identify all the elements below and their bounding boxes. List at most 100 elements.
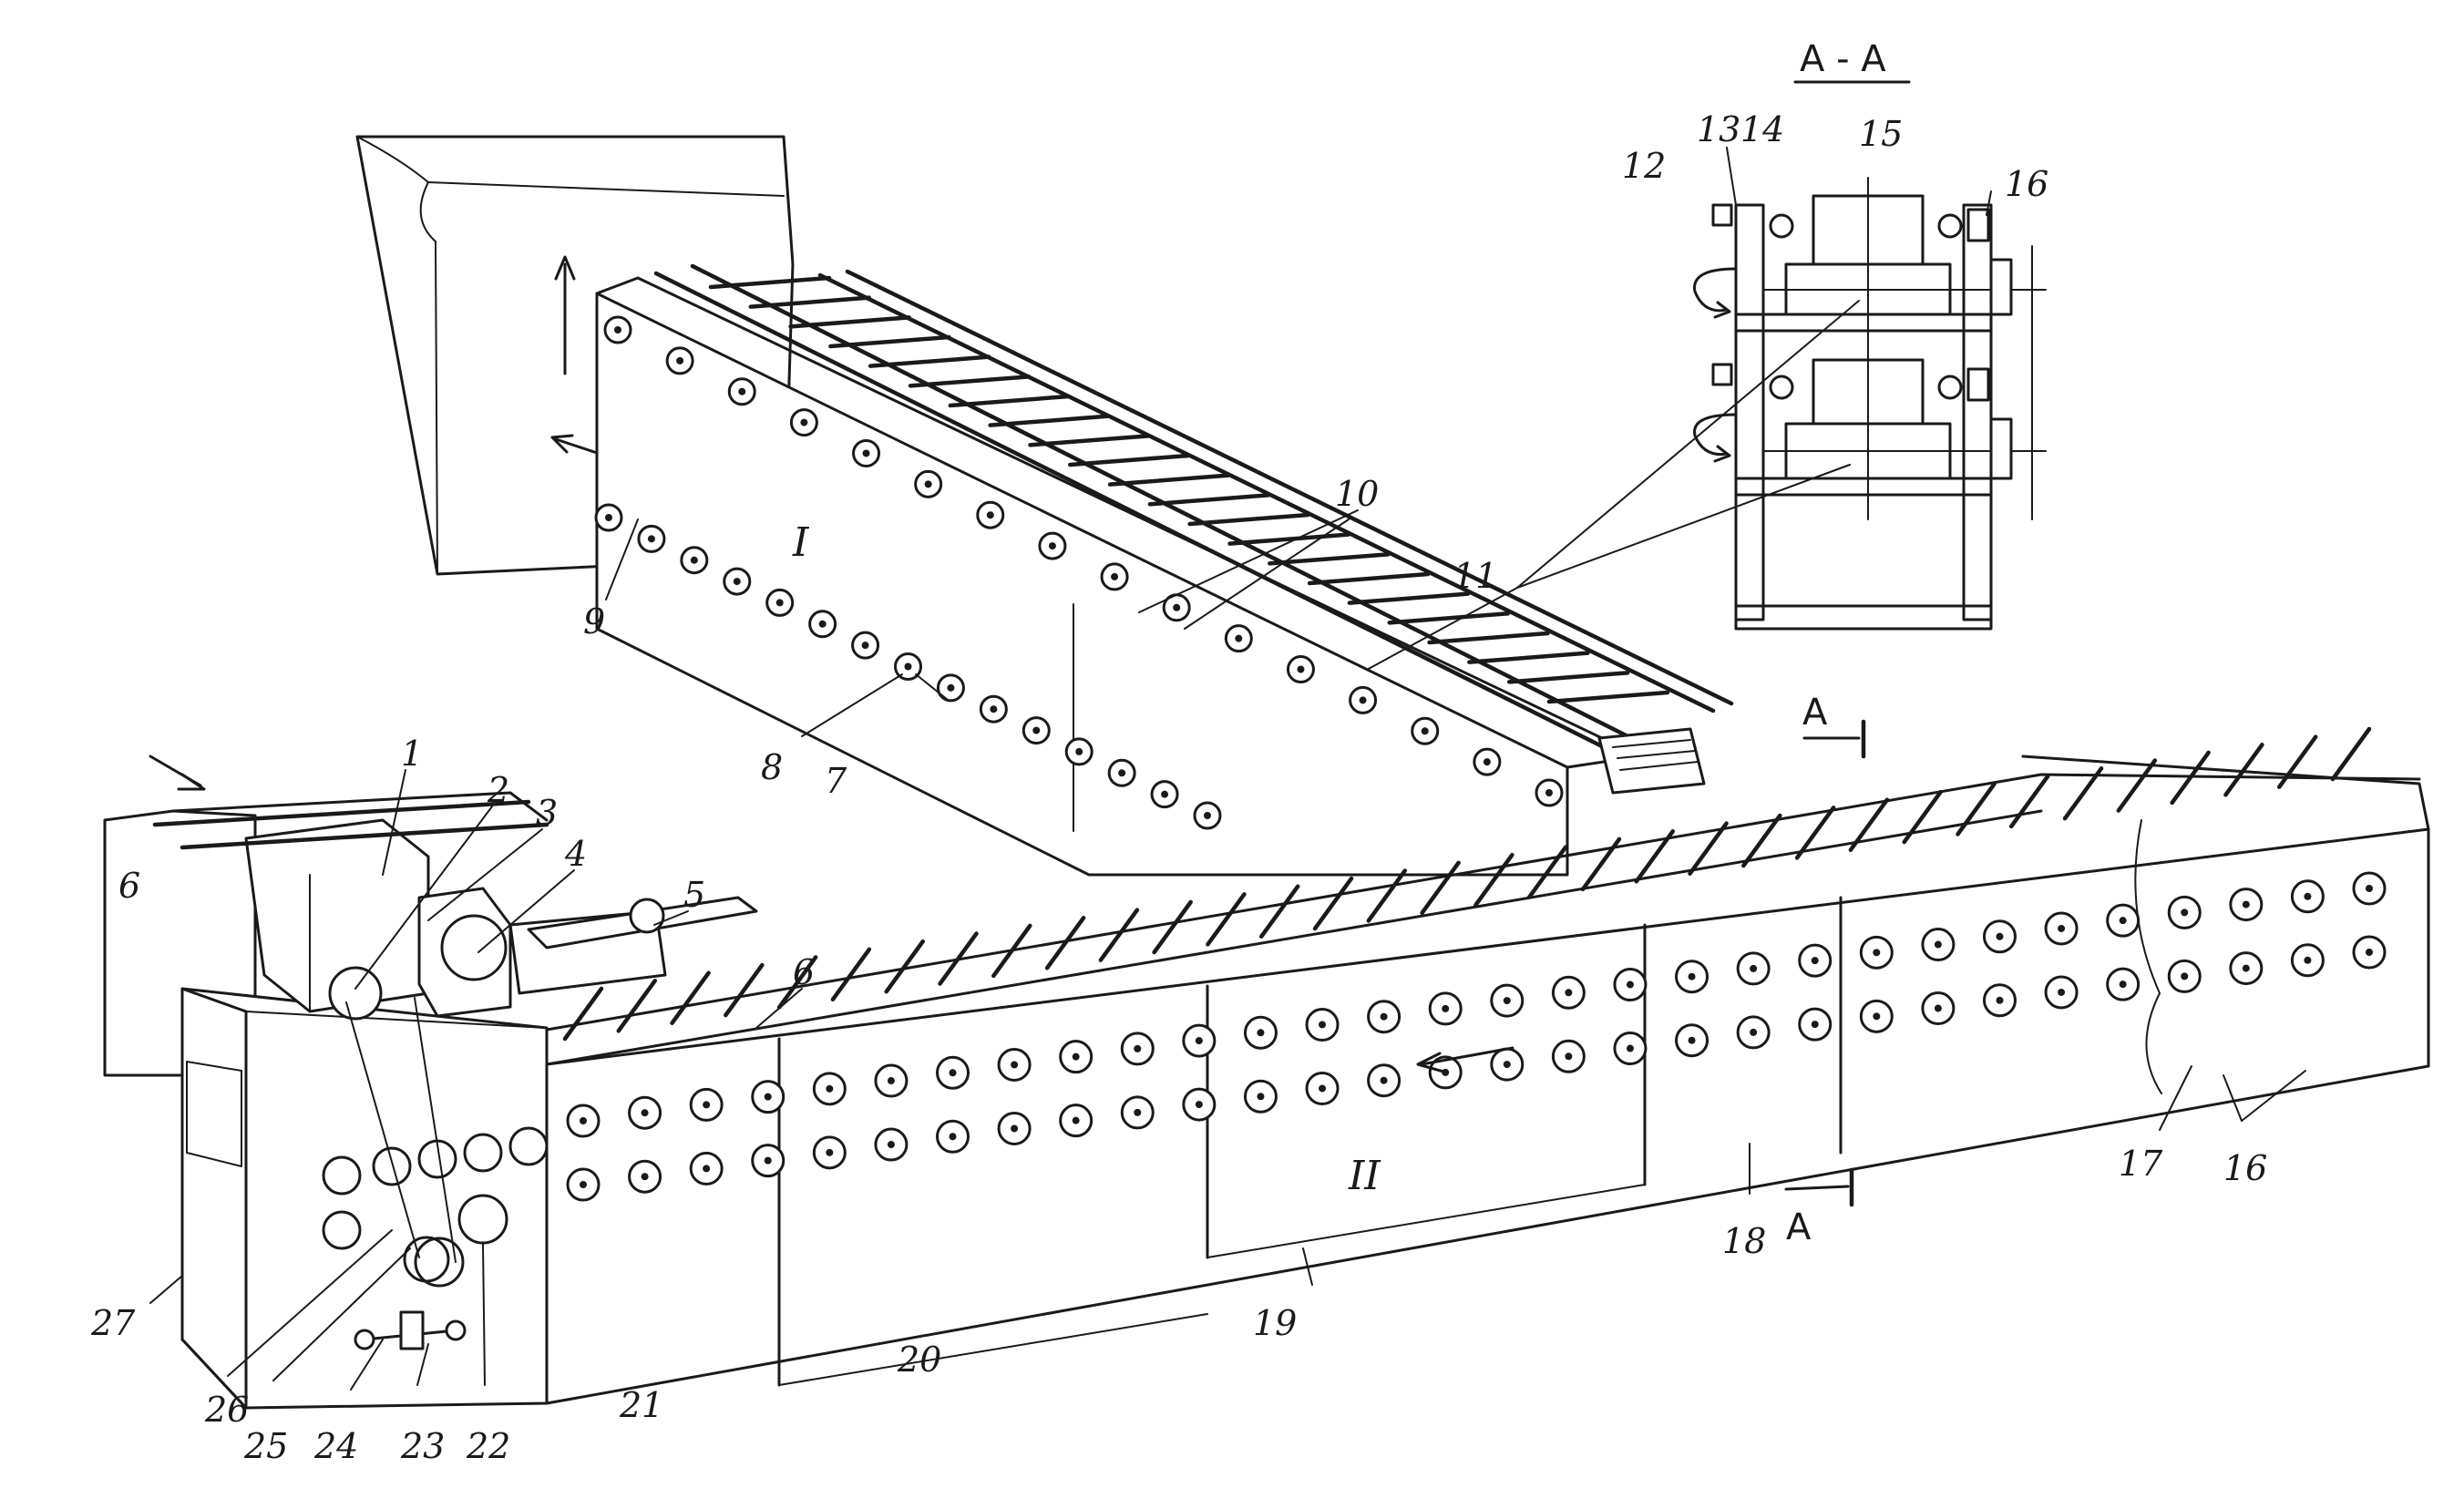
lower-roller — [1490, 983, 1525, 1018]
lower-roller — [997, 1047, 1032, 1082]
section-title: A - A — [1800, 38, 1886, 80]
lower-roller — [1059, 1104, 1093, 1138]
lower-roller — [1921, 991, 1956, 1026]
upper-roller — [936, 673, 965, 703]
upper-conveyor-slats — [708, 275, 1670, 704]
lower-roller — [1367, 1063, 1401, 1098]
lower-roller — [874, 1063, 909, 1098]
lower-roller — [1859, 999, 1894, 1033]
lower-slat — [1473, 852, 1514, 908]
upper-roller — [894, 652, 922, 681]
upper-roller — [594, 503, 623, 532]
lower-slat — [1741, 813, 1782, 868]
upper-roller — [1224, 624, 1253, 653]
upper-roller — [808, 610, 837, 639]
label-8: 8 — [761, 747, 783, 787]
lower-roller — [1182, 1023, 1217, 1058]
lower-roller — [1243, 1015, 1278, 1050]
section-mark-top: A — [1802, 692, 1828, 734]
upper-slat — [1387, 611, 1511, 625]
upper-slat — [1268, 552, 1391, 566]
upper-roller — [1473, 747, 1502, 776]
upper-roller — [976, 500, 1005, 529]
lower-slat — [1794, 806, 1836, 860]
upper-roller — [680, 546, 709, 575]
upper-roller — [637, 524, 666, 553]
label-7: 7 — [825, 761, 847, 801]
lower-roller — [689, 1087, 724, 1122]
label-14: 14 — [1740, 109, 1784, 149]
label-15: 15 — [1859, 114, 1903, 154]
upper-slat — [708, 275, 832, 290]
lower-roller — [997, 1111, 1032, 1145]
drive-station — [103, 754, 758, 1410]
section-mark-bottom: A — [1786, 1206, 1812, 1248]
label-12: 12 — [1622, 146, 1666, 186]
lower-slat — [670, 970, 711, 1025]
lower-roller — [1059, 1040, 1093, 1074]
upper-roller — [1349, 685, 1378, 714]
lower-slat — [1152, 899, 1193, 955]
label-3: 3 — [536, 793, 558, 833]
lower-roller — [2352, 935, 2387, 970]
lower-roller — [1613, 1032, 1648, 1066]
lower-roller — [1675, 1023, 1709, 1058]
lower-slat — [1688, 821, 1729, 876]
upper-roller-row-bottom — [594, 503, 1222, 830]
lower-roller — [1982, 983, 2017, 1018]
upper-roller — [1022, 716, 1051, 745]
upper-roller — [851, 631, 880, 660]
lower-roller — [1120, 1032, 1155, 1066]
label-22: 22 — [466, 1426, 510, 1466]
upper-roller — [1535, 778, 1564, 807]
lower-roller — [874, 1127, 909, 1162]
lower-slat — [2009, 774, 2050, 829]
lower-slat — [1634, 829, 1676, 884]
upper-roller — [914, 469, 943, 498]
upper-slat — [1227, 532, 1350, 546]
upper-conveyor-rails — [653, 263, 1734, 768]
lower-slat — [2223, 743, 2264, 797]
lower-slat — [938, 931, 979, 986]
upper-roller — [665, 346, 694, 375]
upper-roller — [1411, 716, 1440, 745]
label-26: 26 — [204, 1390, 249, 1430]
lower-roller — [1428, 991, 1463, 1026]
label-20: 20 — [897, 1340, 941, 1380]
lower-roller — [1428, 1055, 1463, 1090]
lower-slat — [1420, 860, 1461, 916]
upper-slat — [1506, 671, 1630, 684]
upper-slat — [1546, 690, 1670, 704]
upper-slat — [1068, 453, 1191, 467]
upper-slat — [788, 315, 911, 329]
label-16-section: 16 — [2005, 164, 2048, 204]
label-2: 2 — [487, 770, 509, 810]
upper-roller — [1286, 655, 1315, 684]
upper-slat — [948, 394, 1072, 408]
upper-roller — [1193, 801, 1222, 830]
lower-roller — [751, 1080, 785, 1114]
upper-roller — [765, 588, 795, 617]
label-13: 13 — [1697, 109, 1740, 149]
upper-slat — [1467, 651, 1590, 664]
label-25: 25 — [243, 1426, 288, 1466]
upper-conveyor — [594, 263, 1734, 877]
lower-roller — [1120, 1095, 1155, 1130]
upper-slat — [1028, 434, 1151, 447]
lower-roller — [1982, 919, 2017, 954]
lower-slat — [562, 986, 604, 1042]
label-1: 1 — [401, 734, 423, 774]
label-11: 11 — [1453, 556, 1497, 596]
lower-roller-row-top — [566, 871, 2387, 1138]
upper-slat — [1187, 512, 1310, 527]
lower-slat — [2062, 765, 2104, 821]
upper-roller — [979, 694, 1008, 724]
lower-roller — [1675, 960, 1709, 994]
lower-slat — [1044, 916, 1086, 970]
lower-roller — [1551, 975, 1586, 1010]
label-10: 10 — [1335, 474, 1379, 514]
lower-slat — [1206, 892, 1247, 947]
lower-roller — [2290, 943, 2325, 978]
lower-roller — [566, 1167, 601, 1202]
lower-roller — [1490, 1047, 1525, 1082]
